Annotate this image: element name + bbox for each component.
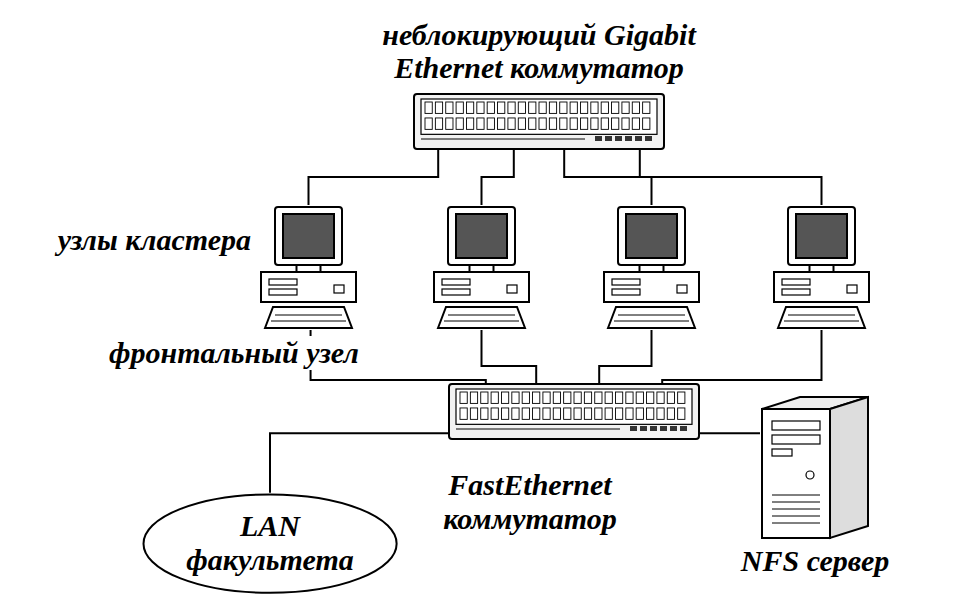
network-cable: [482, 330, 537, 383]
node-outline: [257, 205, 360, 330]
network-cable: [309, 150, 439, 205]
computer-icon: [434, 207, 529, 328]
switch-box: FastEthernet коммутатор: [448, 383, 700, 440]
frontend-label: фронтальный узел: [107, 336, 361, 370]
node-outline: [413, 93, 665, 150]
computer-node: узлы кластерафронтальный узел: [257, 205, 360, 330]
network-cable: [270, 433, 448, 492]
cluster-label: узлы кластера: [58, 223, 251, 257]
node-outline: [770, 205, 873, 330]
computer-icon: [774, 207, 869, 328]
network-cable: [700, 432, 760, 434]
switch-ports: [425, 102, 650, 129]
switch-case: [414, 94, 664, 149]
computer-icon: [261, 207, 356, 328]
computer-node: [430, 205, 533, 330]
network-cable: [482, 150, 514, 205]
switch-leds: [595, 136, 652, 141]
network-cable: [662, 330, 821, 383]
switch-box: неблокирующий Gigabit Ethernet коммутато…: [413, 93, 665, 150]
switch-ports: [460, 392, 685, 419]
network-cable: [564, 150, 651, 205]
port-panel: [456, 389, 692, 424]
switch-leds: [630, 426, 687, 431]
network-cable: [640, 150, 822, 205]
node-outline: [760, 395, 870, 540]
lan-ellipse: LAN факультета: [142, 493, 398, 594]
server-icon: [762, 397, 868, 538]
lan-label: LAN факультета: [186, 510, 354, 577]
server-label: NFS сервер: [741, 544, 889, 578]
server-node: NFS сервер: [760, 395, 870, 540]
computer-icon: [604, 207, 699, 328]
switch-label: FastEthernet коммутатор: [415, 468, 645, 535]
computer-node: [770, 205, 873, 330]
port-panel: [421, 99, 657, 134]
node-outline: [430, 205, 533, 330]
network-cable: [599, 330, 651, 383]
lan-outline: [143, 494, 396, 592]
computer-node: [600, 205, 703, 330]
node-outline: [600, 205, 703, 330]
switch-case: [449, 384, 699, 439]
switch-label: неблокирующий Gigabit Ethernet коммутато…: [359, 18, 719, 85]
node-outline: [448, 383, 700, 440]
